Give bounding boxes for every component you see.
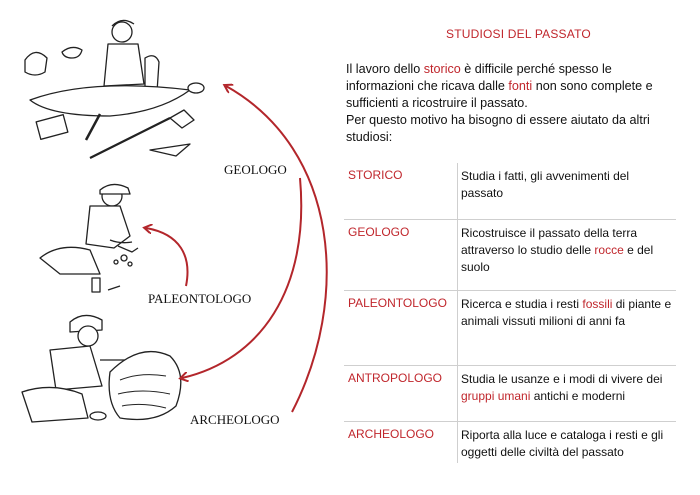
intro-text-2: Per questo motivo ha bisogno di essere a…	[346, 113, 650, 144]
table-row: GEOLOGO Ricostruisce il passato della te…	[344, 220, 676, 291]
intro-highlight-storico: storico	[423, 62, 461, 76]
scholars-table: STORICO Studia i fatti, gli avvenimenti …	[344, 163, 676, 466]
label-paleontologo: PALEONTOLOGO	[148, 291, 252, 306]
row-description: Ricerca e studia i resti fossili di pian…	[461, 296, 673, 330]
page-title: STUDIOSI DEL PASSATO	[446, 27, 591, 41]
row-name: GEOLOGO	[348, 225, 410, 239]
row-description-text: Studia le usanze e i modi di vivere dei	[461, 372, 663, 386]
table-row: ARCHEOLOGO Riporta alla luce e cataloga …	[344, 422, 676, 466]
row-description-text: Riporta alla luce e cataloga i resti e g…	[461, 428, 664, 459]
intro-text: non sono complete e sufficienti a ricost…	[346, 79, 653, 110]
intro-text: Il lavoro dello	[346, 62, 424, 76]
row-description-text: e del suolo	[461, 243, 654, 274]
row-description-text: Ricerca e studia i resti	[461, 297, 583, 311]
row-name: STORICO	[348, 168, 403, 182]
illustration-panel: GEOLOGO PALEONTOLOGO ARCHEOLOGO	[0, 0, 330, 495]
table-row: ANTROPOLOGO Studia le usanze e i modi di…	[344, 366, 676, 422]
intro-highlight-fonti: fonti	[508, 79, 533, 93]
row-description-text: Ricostruisce il passato della terra attr…	[461, 226, 638, 257]
label-geologo: GEOLOGO	[224, 162, 287, 177]
row-description-text: Studia i fatti, gli avvenimenti del pass…	[461, 169, 630, 200]
row-description-text: di piante e animali vissuti milioni di a…	[461, 297, 672, 328]
row-name: ARCHEOLOGO	[348, 427, 435, 441]
row-description-highlight: fossili	[582, 297, 613, 311]
dig-scene-illustration	[24, 19, 205, 159]
row-name: ANTROPOLOGO	[348, 371, 443, 385]
archaeologist-illustration	[21, 314, 182, 423]
row-description: Studia i fatti, gli avvenimenti del pass…	[461, 168, 673, 202]
row-name: PALEONTOLOGO	[348, 296, 447, 310]
paleontologist-illustration	[39, 183, 139, 293]
table-row: PALEONTOLOGO Ricerca e studia i resti fo…	[344, 291, 676, 366]
intro-text: è difficile perché spesso le informazion…	[346, 62, 612, 93]
label-archeologo: ARCHEOLOGO	[190, 412, 280, 427]
row-description: Studia le usanze e i modi di vivere dei …	[461, 371, 673, 405]
row-description: Riporta alla luce e cataloga i resti e g…	[461, 427, 673, 461]
row-description: Ricostruisce il passato della terra attr…	[461, 225, 673, 276]
table-column-divider	[457, 163, 458, 463]
illustration-drawing	[21, 19, 328, 423]
row-description-highlight: rocce	[594, 243, 624, 257]
table-row: STORICO Studia i fatti, gli avvenimenti …	[344, 163, 676, 220]
intro-paragraph: Il lavoro dello storico è difficile perc…	[346, 61, 680, 146]
row-description-highlight: gruppi umani	[461, 389, 531, 403]
relation-arrows	[146, 86, 328, 413]
row-description-text: antichi e moderni	[530, 389, 626, 403]
